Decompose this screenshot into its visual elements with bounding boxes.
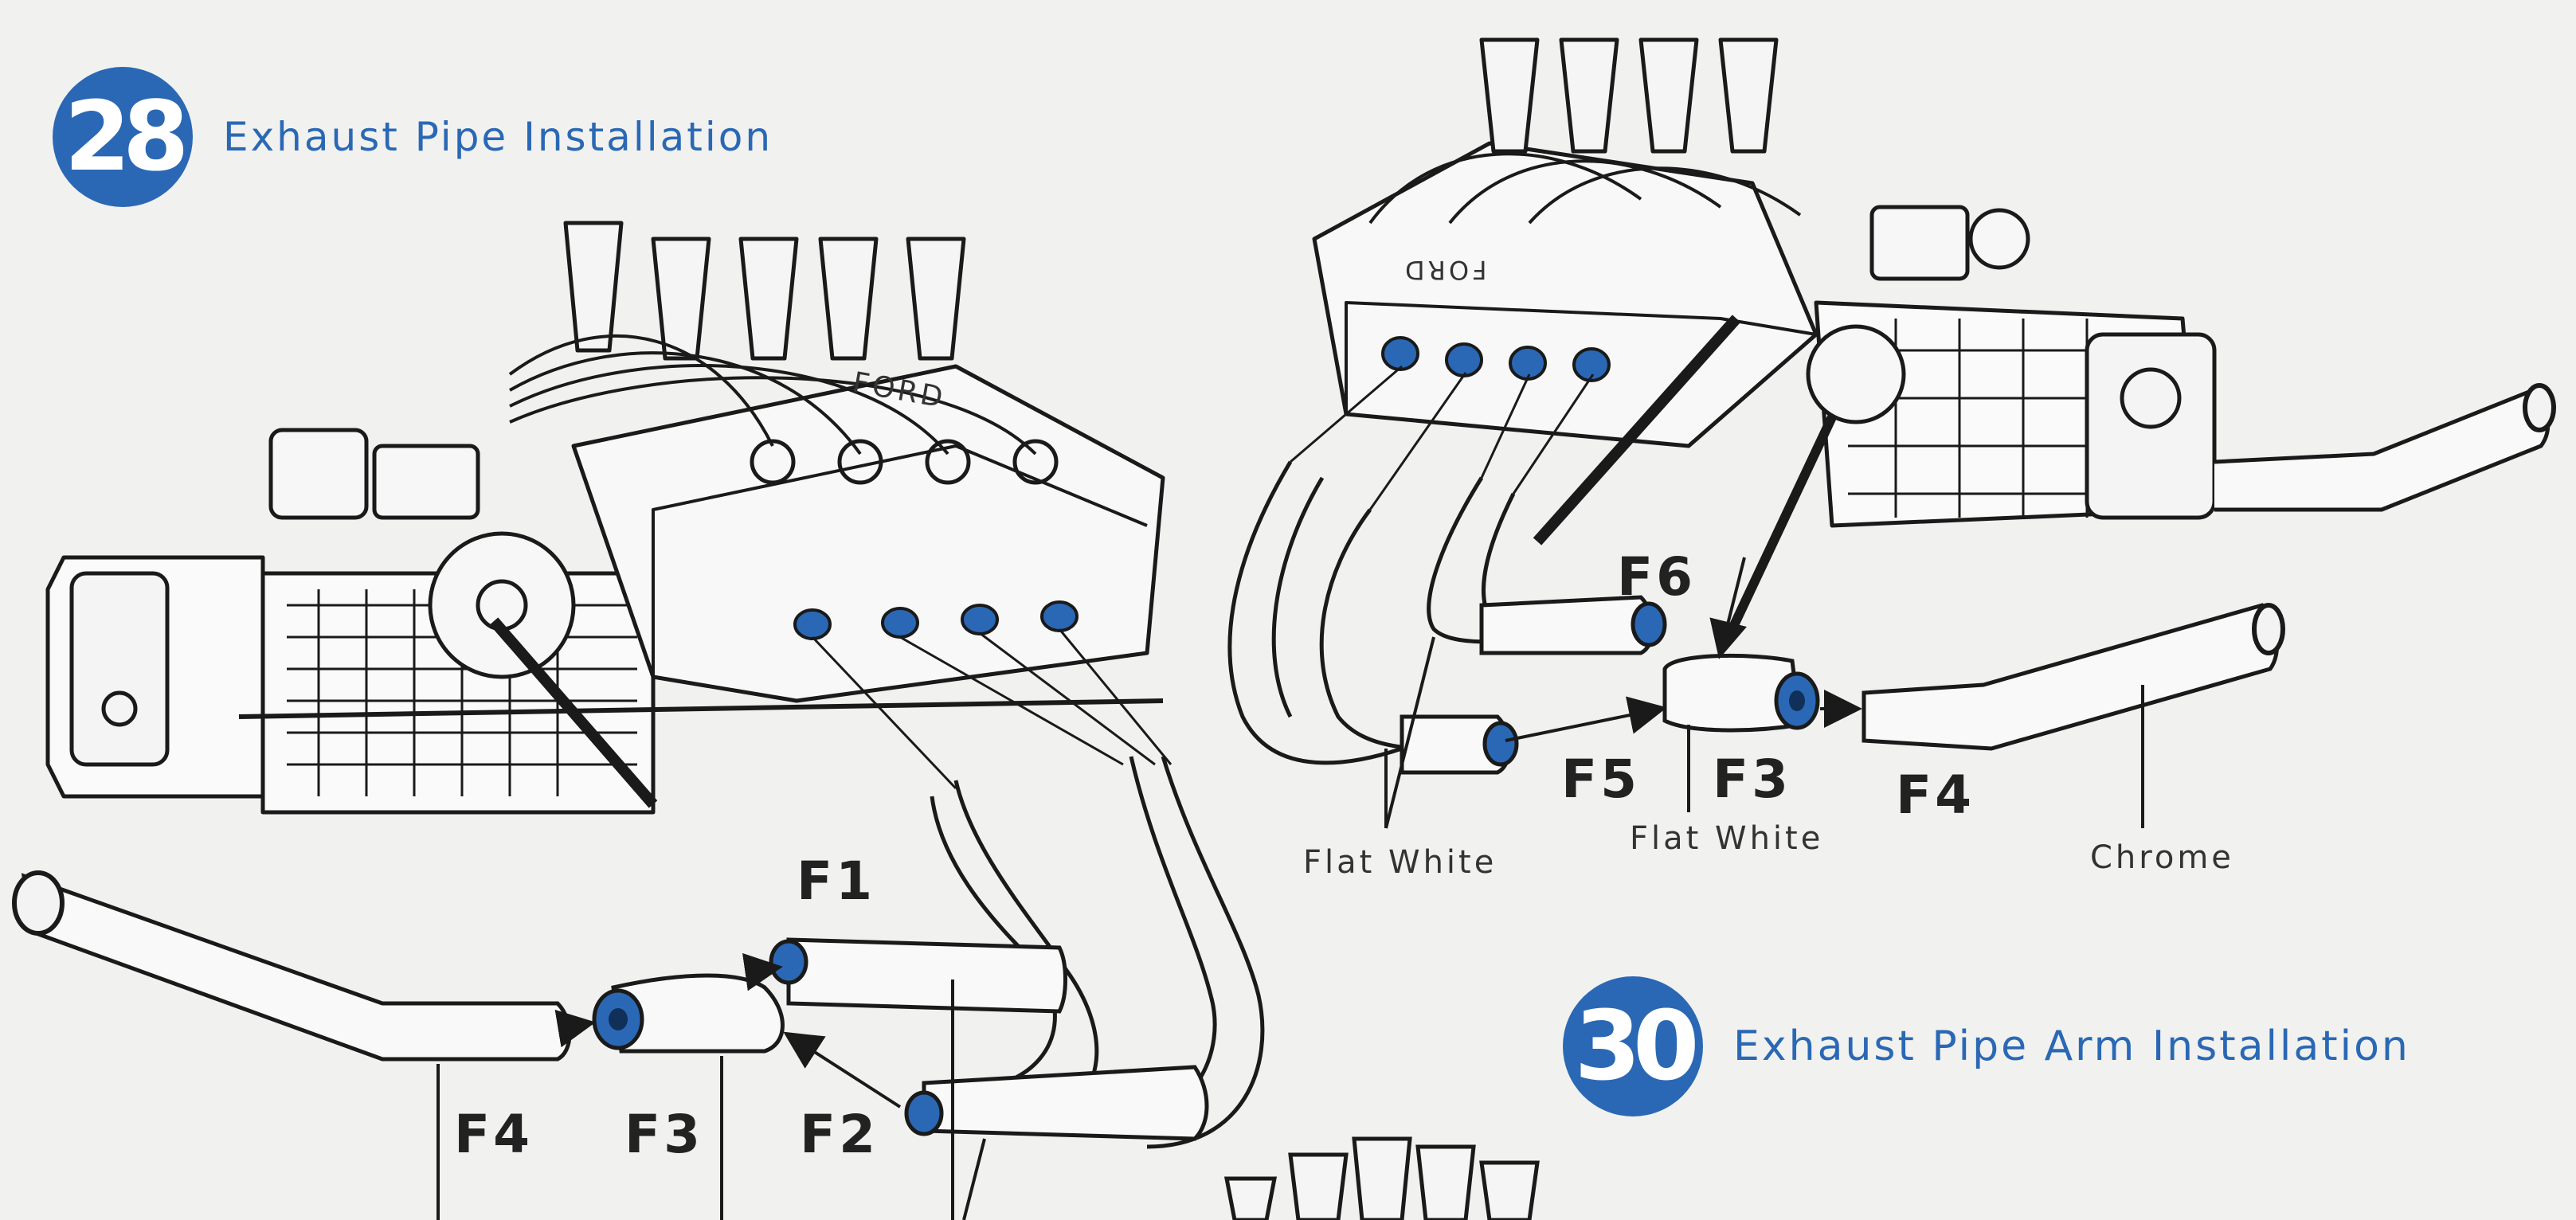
right-part-f5 xyxy=(1400,714,1519,775)
right-label-f3: F3 xyxy=(1713,749,1792,810)
right-label-f5: F5 xyxy=(1561,749,1641,810)
step-30-header: 30 Exhaust Pipe Arm Installation xyxy=(1563,976,2410,1116)
right-engine-exhaust-ports xyxy=(1381,336,1611,382)
left-label-f4: F4 xyxy=(454,1104,534,1165)
left-part-f1 xyxy=(769,937,1067,1014)
right-engine-ford-marking: FORD xyxy=(1402,255,1487,285)
right-assembly-arrows xyxy=(1384,557,2144,829)
step-28-badge: 28 xyxy=(53,67,193,207)
right-engine-drawing xyxy=(1312,37,2556,639)
left-label-f3: F3 xyxy=(624,1104,704,1165)
paint-label-chrome: Chrome xyxy=(2090,839,2234,876)
step-28-header: 28 Exhaust Pipe Installation xyxy=(53,67,773,207)
left-engine-drawing xyxy=(45,221,1165,815)
step-30-badge: 30 xyxy=(1563,976,1703,1116)
step-28-title: Exhaust Pipe Installation xyxy=(223,114,773,160)
right-label-f6: F6 xyxy=(1617,546,1697,608)
left-part-f4 xyxy=(12,870,572,1062)
step-30-title: Exhaust Pipe Arm Installation xyxy=(1733,1023,2410,1070)
right-part-f4 xyxy=(1862,603,2285,751)
left-part-f3 xyxy=(592,973,785,1054)
right-part-f3 xyxy=(1662,653,1820,733)
left-label-f2: F2 xyxy=(800,1104,879,1165)
step-30-engine-fragment xyxy=(1223,1136,1540,1220)
paint-label-flat-white-headers: Flat White xyxy=(1303,844,1497,881)
paint-label-flat-white-f3: Flat White xyxy=(1630,820,1824,857)
left-assembly-arrows xyxy=(437,952,986,1220)
left-label-f1: F1 xyxy=(797,850,876,912)
left-part-f2 xyxy=(904,1065,1209,1141)
right-part-f6 xyxy=(1479,595,1667,655)
right-label-f4: F4 xyxy=(1896,764,1975,826)
